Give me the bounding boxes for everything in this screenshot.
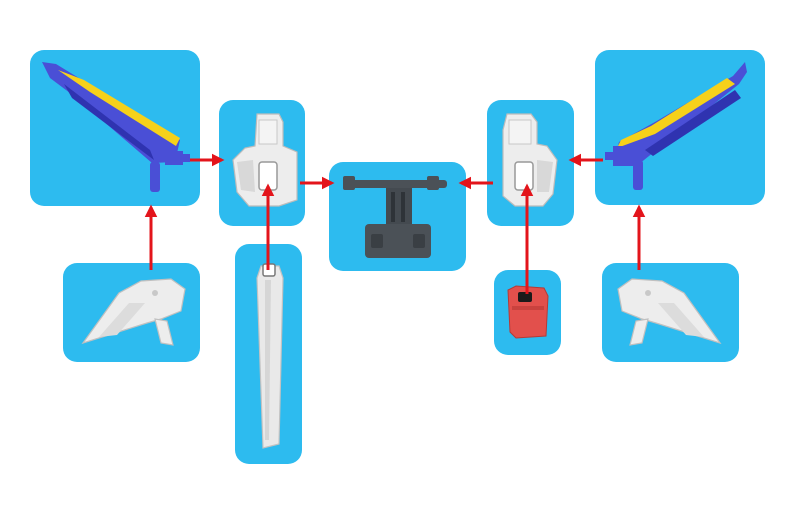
white-hinge-block-icon bbox=[232, 113, 298, 207]
right-blade-tile bbox=[595, 50, 765, 205]
red-peg-clip-icon bbox=[507, 285, 549, 339]
white-long-rod-icon bbox=[256, 263, 284, 449]
grey-t-connector-icon bbox=[343, 176, 447, 258]
white-hinge-block-icon bbox=[502, 113, 558, 207]
right-hinge-tile bbox=[487, 100, 574, 226]
center-connector-tile bbox=[329, 162, 466, 271]
left-blade-tile bbox=[30, 50, 200, 206]
left-rod-tile bbox=[235, 244, 302, 464]
blue-yellow-blade-wing-icon bbox=[42, 62, 190, 192]
white-fin-cap-icon bbox=[617, 278, 722, 346]
left-hinge-tile bbox=[219, 100, 305, 226]
left-shield-cap-tile bbox=[63, 263, 200, 362]
white-fin-cap-icon bbox=[81, 278, 186, 346]
right-shield-cap-tile bbox=[602, 263, 739, 362]
blue-yellow-blade-wing-icon bbox=[605, 62, 747, 190]
red-clip-tile bbox=[494, 270, 561, 355]
